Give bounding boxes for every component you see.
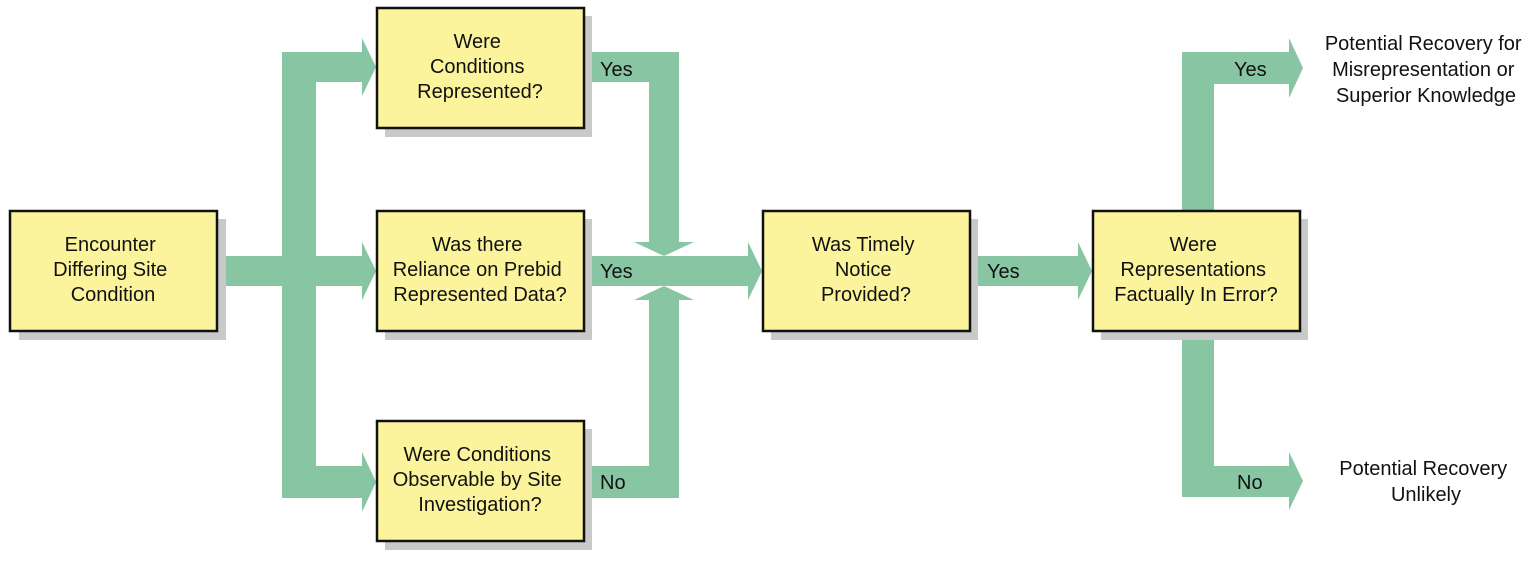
label-observable-no: No [600,472,626,494]
label-error-yes: Yes [1234,59,1267,81]
connector-error-yes [1182,52,1290,84]
arrowhead-to-error [1078,242,1092,300]
represented-box-line-2: Conditions [430,56,525,78]
connector-reliance-to-notice [584,256,749,286]
connector-to-reliance [316,256,362,286]
svg-text:Were Conditions Re: Were Conditions Represented? [417,31,543,103]
connector-error-no [1182,466,1290,497]
outcome-recovery-line-3: Superior Knowledge [1336,85,1516,107]
connector-notice-to-error [968,256,1079,286]
arrowhead-to-recovery [1289,38,1303,98]
label-notice-yes: Yes [987,261,1020,283]
error-box-line-3: Factually In Error? [1114,284,1277,306]
observable-box-line-1: Were Conditions [403,444,550,466]
notice-decision-box: Was Timely Notice Provided? [761,209,972,333]
edge-labels: Yes Yes No Yes Yes No [600,59,1267,494]
outcome-unlikely-line-2: Unlikely [1391,484,1461,506]
error-decision-box: Were Representations Factually In Error? [1091,209,1302,333]
connector-left-trunk [282,52,316,498]
represented-box-line-1: Were [454,31,501,53]
outcome-unlikely-line-1: Potential Recovery [1339,458,1507,480]
arrowhead-to-unlikely [1289,452,1303,510]
reliance-box-line-2: Reliance on Prebid [393,259,562,281]
reliance-decision-box: Was there Reliance on Prebid Represented… [375,209,586,333]
outcome-recovery: Potential Recovery for Misrepresentation… [1325,33,1527,107]
arrowhead-observable-up [634,286,694,300]
reliance-box-line-3: Represented Data? [393,284,566,306]
connector-observable-up [649,300,679,498]
error-box-line-1: Were [1170,234,1217,256]
svg-text:Was there Reliance on Pr: Was there Reliance on Prebid Represented… [393,234,568,306]
observable-box-line-2: Observable by Site [393,469,562,491]
notice-box-line-3: Provided? [821,284,911,306]
observable-decision-box: Were Conditions Observable by Site Inves… [375,419,586,543]
start-box-line-2: Differing Site [53,259,167,281]
connector-to-observable [282,466,362,498]
svg-text:Were Representations: Were Representations Factually In Error? [1114,234,1277,306]
start-box-line-1: Encounter [65,234,157,256]
svg-text:Potential Recovery for M: Potential Recovery for Misrepresentation… [1325,33,1527,107]
notice-box-line-2: Notice [835,259,892,281]
label-error-no: No [1237,472,1263,494]
arrowhead-represented-down [634,242,694,256]
svg-text:Were Conditions Observab: Were Conditions Observable by Site Inves… [393,444,568,516]
svg-text:Potential Recovery Unlik: Potential Recovery Unlikely [1339,458,1512,506]
connectors [216,38,1303,512]
label-reliance-yes: Yes [600,261,633,283]
outcome-unlikely: Potential Recovery Unlikely [1339,458,1512,506]
represented-box-line-3: Represented? [417,81,543,103]
outcome-recovery-line-1: Potential Recovery for [1325,33,1522,55]
connector-represented-down [649,52,679,242]
represented-decision-box: Were Conditions Represented? [375,6,586,130]
arrowhead-to-represented [362,38,376,96]
arrowhead-to-observable [362,452,376,512]
arrowhead-to-reliance [362,242,376,300]
svg-text:Encounter Differing Site: Encounter Differing Site Condition [53,234,173,306]
label-represented-yes: Yes [600,59,633,81]
outcome-recovery-line-2: Misrepresentation or [1332,59,1515,81]
arrowhead-to-notice [748,242,762,300]
svg-text:Was Timely Notice: Was Timely Notice Provided? [812,234,920,306]
start-box: Encounter Differing Site Condition [8,209,219,333]
reliance-box-line-1: Was there [432,234,522,256]
start-box-line-3: Condition [71,284,156,306]
connector-to-represented [282,52,362,82]
error-box-line-2: Representations [1120,259,1266,281]
observable-box-line-3: Investigation? [418,494,541,516]
notice-box-line-1: Was Timely [812,234,915,256]
